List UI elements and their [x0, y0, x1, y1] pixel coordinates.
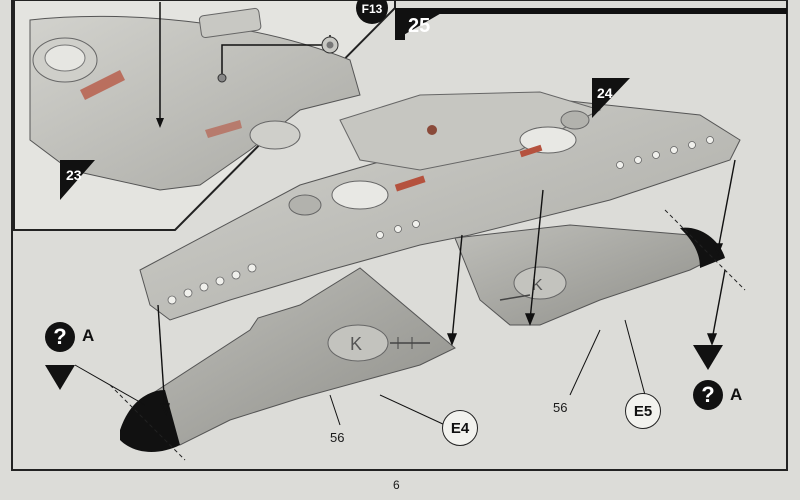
- right-wingtip-black: [680, 227, 725, 268]
- step-25-header: 25: [395, 8, 787, 40]
- left-tip-guide: [109, 384, 186, 461]
- left-tip-marker: [45, 365, 75, 390]
- option-a-left: A: [82, 326, 95, 345]
- right-underwing-code: K: [532, 277, 543, 294]
- sprue-ref-e4: E4: [442, 410, 478, 446]
- assembly-arrows: [74, 159, 736, 426]
- part-number-right: 56: [553, 400, 568, 415]
- page-frame: [11, 0, 788, 471]
- help-icon-right: ?: [693, 380, 723, 410]
- page-number: 6: [393, 478, 400, 492]
- step-23-badge: 23: [66, 167, 82, 183]
- left-underwing-code: K: [350, 334, 362, 354]
- option-a-right: A: [730, 385, 743, 404]
- wing-upper-assembly: 24: [139, 78, 741, 321]
- sprue-ref-e5: E5: [625, 393, 661, 429]
- right-tip-guide: [664, 209, 746, 291]
- step-25-badge: 25: [408, 15, 430, 37]
- right-tip-marker: [693, 345, 723, 370]
- step-24-badge: 24: [597, 85, 613, 101]
- left-wing-lower-part: K: [120, 267, 456, 452]
- help-icon-left: ?: [45, 322, 75, 352]
- right-wing-lower-part: K: [454, 224, 725, 326]
- part-number-left: 56: [330, 430, 345, 445]
- callout-f13: F13: [362, 2, 383, 16]
- step-23-panel: F13 23: [13, 0, 396, 231]
